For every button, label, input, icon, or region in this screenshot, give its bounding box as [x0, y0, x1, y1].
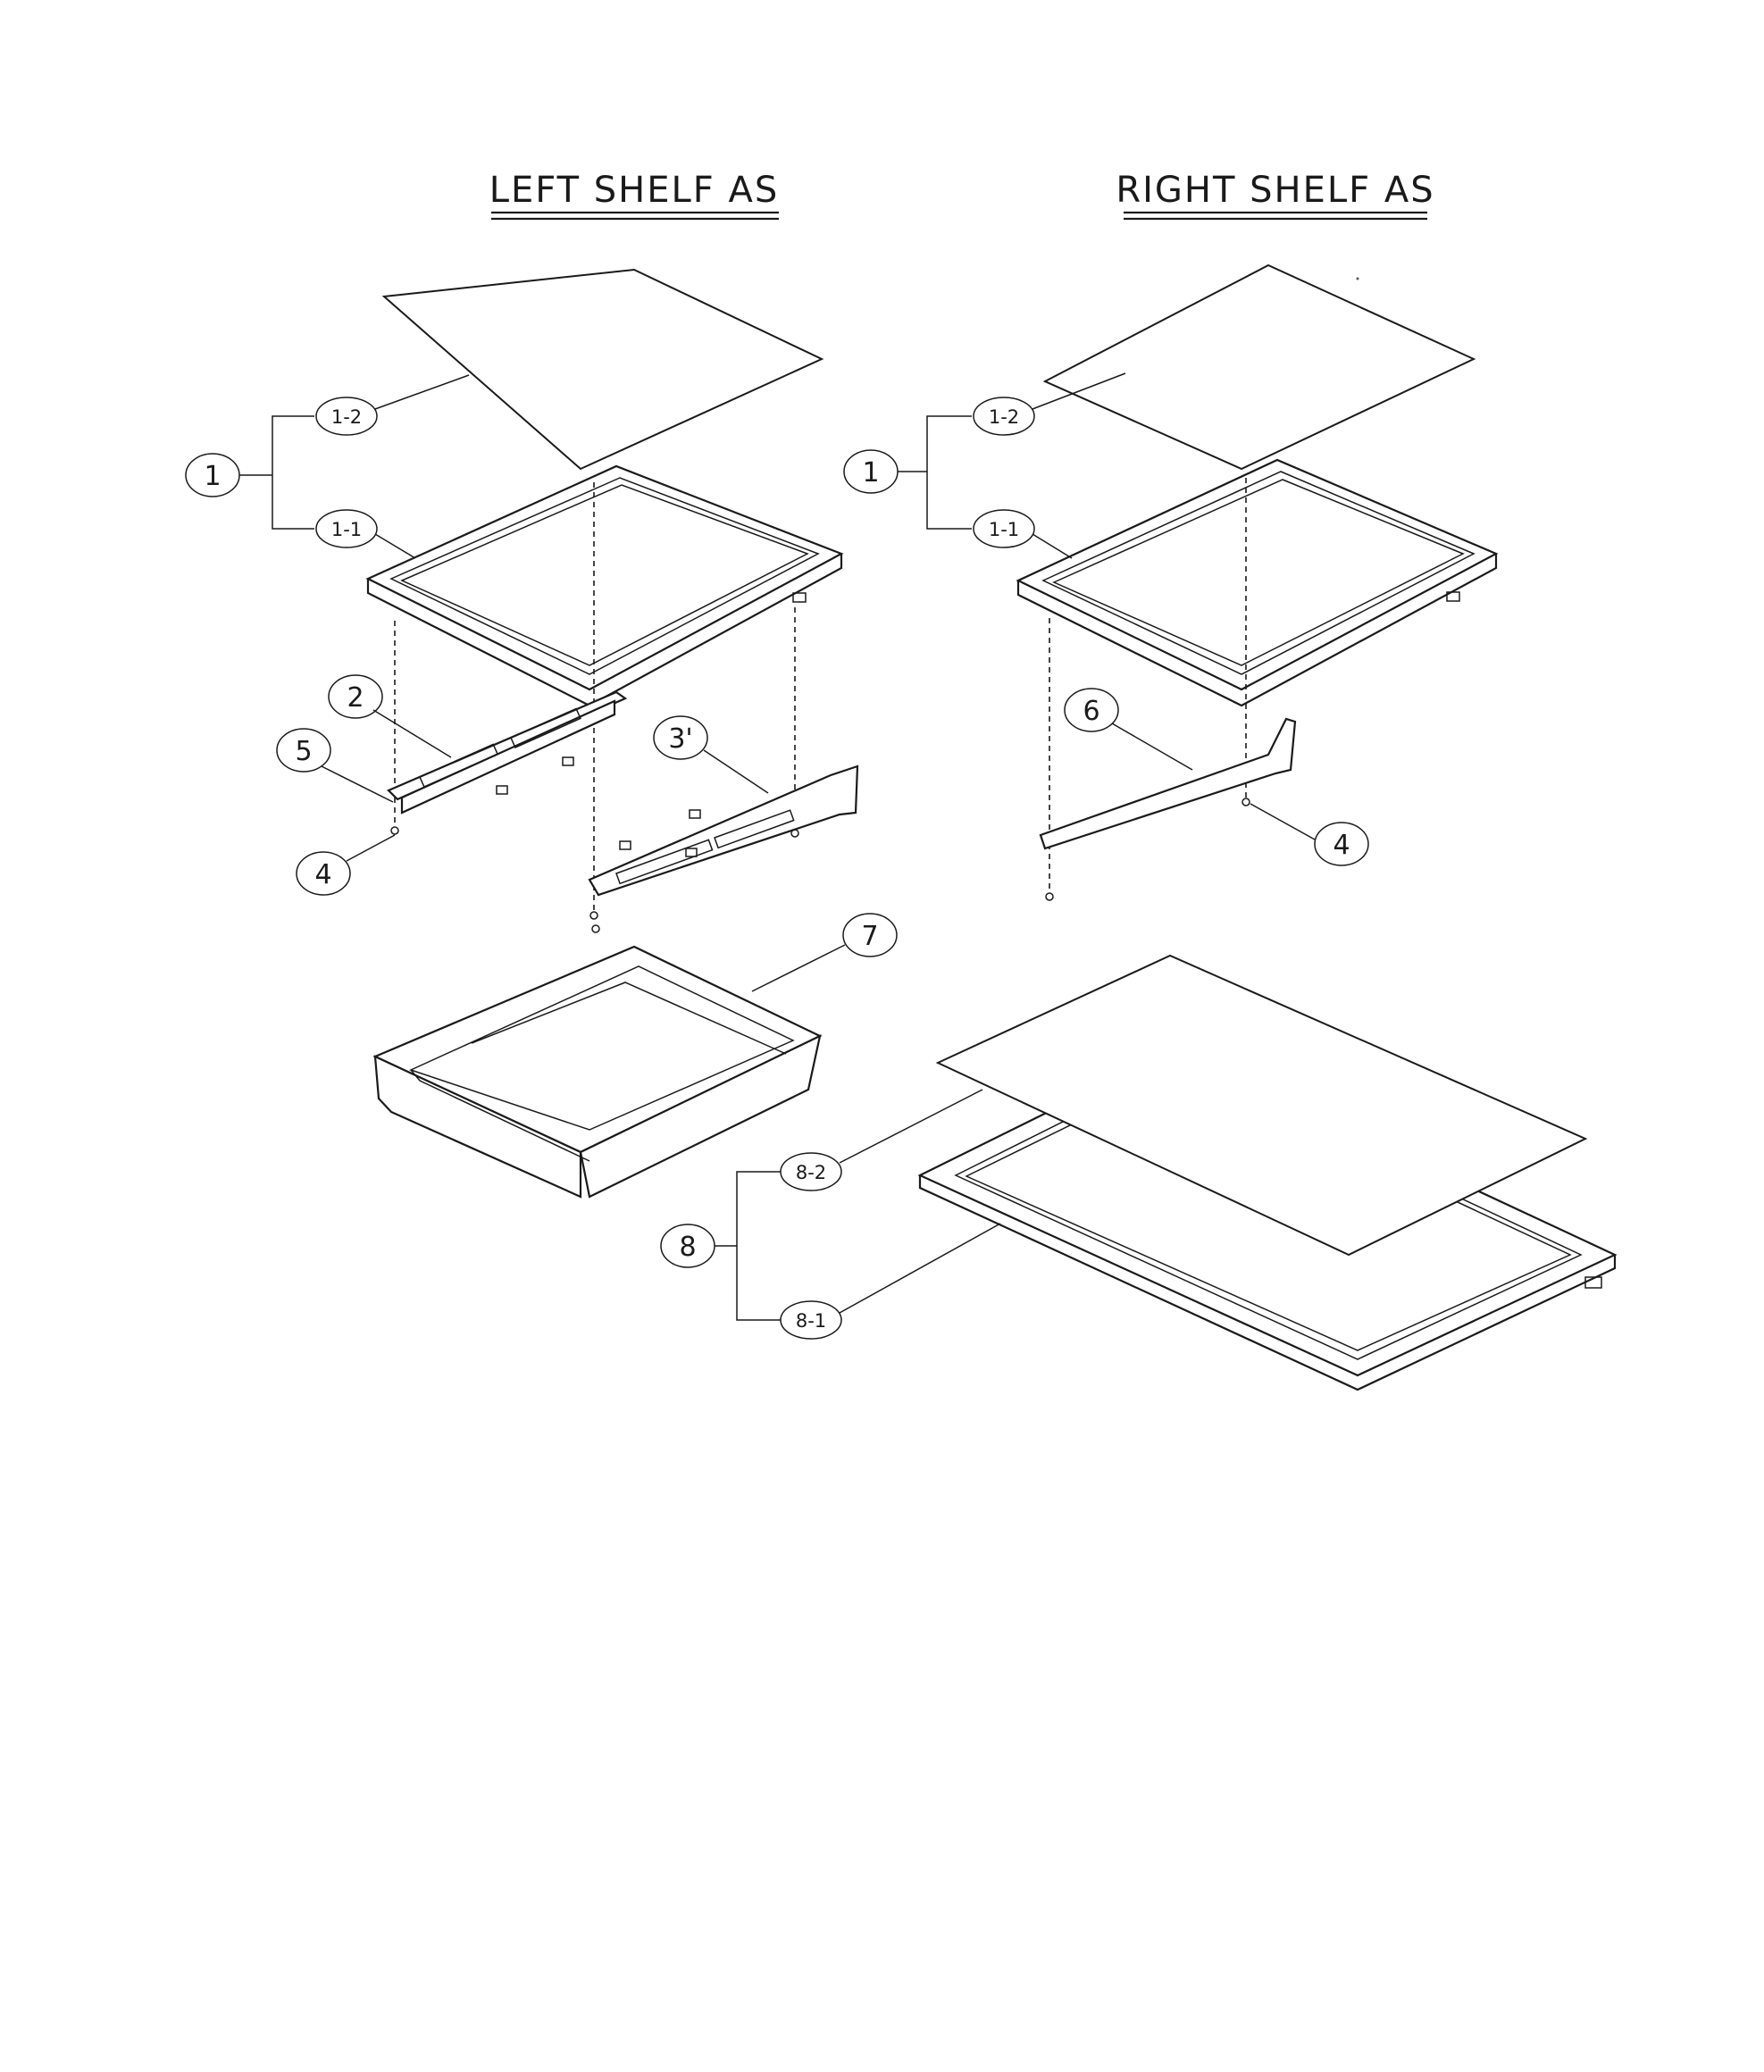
right-callout-1-1: 1-1	[973, 509, 1035, 548]
right-shelf-title: RIGHT SHELF AS	[1116, 170, 1434, 211]
right-callout-6: 6	[1064, 688, 1119, 732]
svg-text:1-1: 1-1	[331, 519, 362, 540]
svg-text:5: 5	[295, 736, 312, 767]
left-callout-1-1: 1-1	[315, 509, 378, 548]
svg-text:6: 6	[1083, 696, 1099, 727]
right-callout-8-1: 8-1	[780, 1300, 842, 1340]
left-callout-7: 7	[842, 913, 898, 957]
right-callout-1: 1	[843, 449, 899, 494]
left-callout-1-2: 1-2	[315, 397, 378, 436]
left-shelf-frame	[365, 464, 844, 707]
svg-text:3': 3'	[668, 723, 692, 755]
right-shelf-frame	[1016, 458, 1499, 707]
svg-text:8-1: 8-1	[796, 1310, 826, 1332]
left-shelf-title-group: LEFT SHELF AS	[489, 170, 780, 221]
right-shelf-title-group: RIGHT SHELF AS	[1116, 170, 1434, 221]
right-callout-8-2: 8-2	[780, 1152, 842, 1191]
svg-text:1-2: 1-2	[989, 406, 1019, 428]
svg-text:4: 4	[314, 859, 331, 890]
right-callout-1-2: 1-2	[973, 397, 1035, 436]
left-rail-3	[588, 764, 859, 897]
bottom-glass-panel-8-2	[935, 954, 1588, 1257]
right-callout-8: 8	[660, 1224, 715, 1268]
left-callout-5: 5	[276, 728, 331, 773]
right-callout-4: 4	[1314, 822, 1369, 866]
left-rail-2	[387, 690, 628, 815]
svg-text:8: 8	[679, 1232, 696, 1263]
left-shelf-title: LEFT SHELF AS	[489, 170, 780, 211]
svg-text:1-2: 1-2	[331, 406, 362, 428]
right-glass-panel	[1042, 263, 1476, 471]
svg-text:8-2: 8-2	[796, 1162, 826, 1183]
svg-text:1: 1	[204, 461, 221, 492]
left-callout-4: 4	[296, 851, 351, 896]
svg-text:1-1: 1-1	[989, 519, 1019, 540]
svg-text:7: 7	[861, 921, 878, 952]
svg-text:4: 4	[1333, 830, 1350, 861]
left-callout-1: 1	[185, 453, 240, 497]
svg-text:1: 1	[862, 457, 879, 489]
crisper-drawer-7	[372, 945, 823, 1199]
left-glass-panel	[381, 268, 824, 471]
left-callout-2: 2	[328, 674, 383, 719]
right-bracket-6	[1039, 717, 1297, 850]
svg-text:2: 2	[347, 682, 364, 714]
left-callout-3: 3'	[653, 715, 708, 760]
